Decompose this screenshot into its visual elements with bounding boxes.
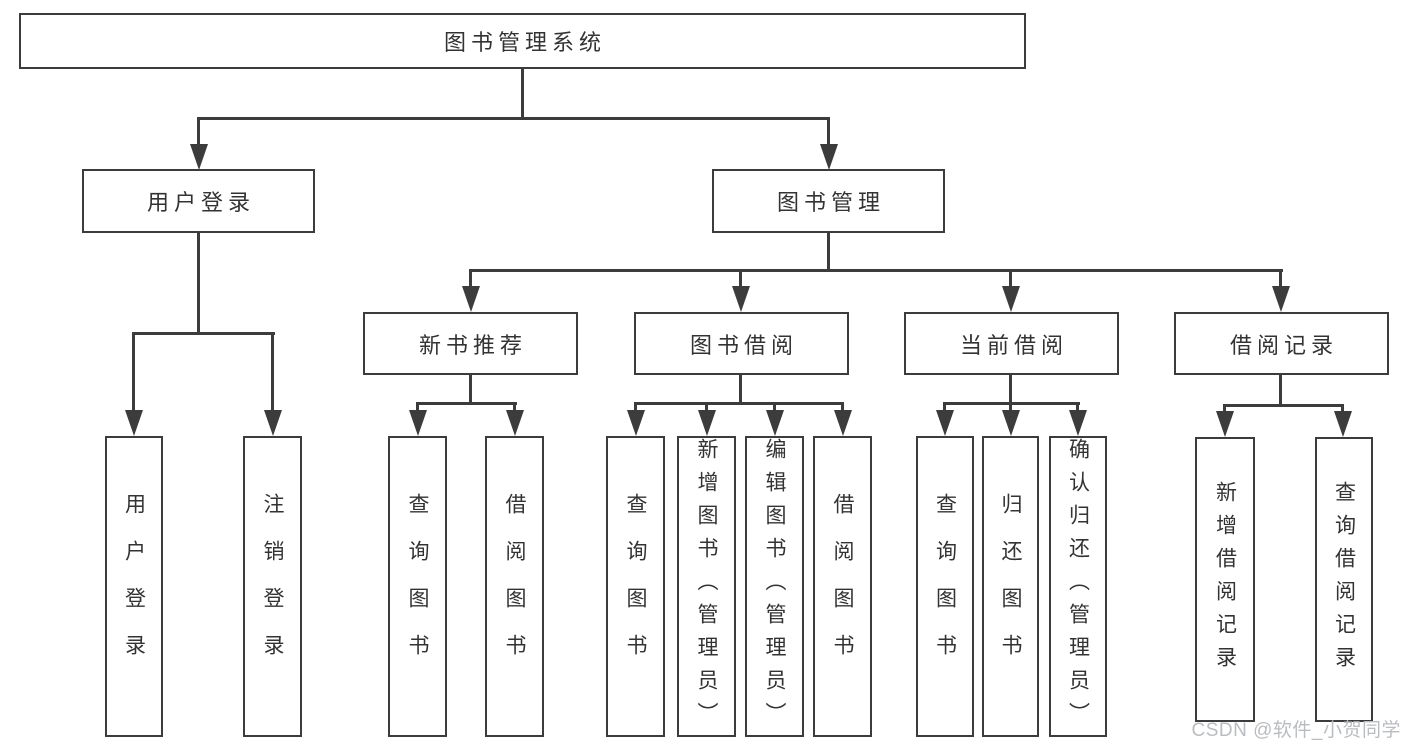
connector-line [132,332,275,335]
leaf-add-borrow-record: 新增借阅记录 [1195,437,1255,722]
node-label: 新增借阅记录 [1213,480,1237,679]
leaf-query-books-borrowing: 查询图书 [606,436,665,737]
connector-line [197,117,830,120]
connector-line [469,269,1283,272]
connector-line [197,232,200,335]
arrow-down-icon [416,402,419,410]
connector-line [1223,404,1344,407]
node-label: 查询图书 [624,492,647,681]
node-label: 注销登录 [261,492,284,681]
node-label: 当前借阅 [959,332,1068,358]
arrow-down-icon [841,402,844,410]
connector-line [416,402,517,405]
connector-line [1009,374,1012,405]
arrow-down-icon [943,402,946,410]
arrow-down-icon [773,402,776,410]
node-user-login: 用户登录 [82,169,315,233]
connector-line [739,374,742,405]
leaf-logout: 注销登录 [243,436,302,737]
arrow-down-icon [634,402,637,410]
arrow-down-icon [1341,404,1344,411]
node-label: 新增图书（管理员） [695,438,718,735]
leaf-query-books-recommend: 查询图书 [388,436,447,737]
node-label: 查询图书 [406,492,429,681]
leaf-query-borrow-record: 查询借阅记录 [1315,437,1373,722]
node-label: 借阅图书 [503,492,526,681]
node-label: 查询借阅记录 [1332,480,1356,679]
node-label: 用户登录 [146,190,255,215]
arrow-down-icon [705,402,708,410]
leaf-return-books: 归还图书 [982,436,1039,737]
node-library-system: 图书管理系统 [19,13,1026,69]
node-label: 用户登录 [122,492,146,681]
arrow-down-icon [513,402,516,410]
arrow-down-icon [827,117,830,144]
arrow-down-icon [197,117,200,144]
arrow-down-icon [1009,402,1012,410]
node-label: 图书管理系统 [443,30,606,55]
node-label: 确认归还（管理员） [1066,438,1090,735]
leaf-borrow-books-borrowing: 借阅图书 [813,436,872,737]
connector-line [634,402,844,405]
connector-line [1279,374,1282,406]
node-current-borrowing: 当前借阅 [904,312,1119,375]
arrow-down-icon [271,332,274,410]
leaf-add-book-admin: 新增图书（管理员） [677,436,736,737]
leaf-user-login: 用户登录 [105,436,163,737]
connector-line [827,232,830,272]
node-book-management: 图书管理 [712,169,945,233]
node-book-borrowing: 图书借阅 [634,312,849,375]
arrow-down-icon [1009,269,1012,286]
arrow-down-icon [469,269,472,286]
node-label: 图书借阅 [689,332,798,358]
leaf-borrow-books-recommend: 借阅图书 [485,436,544,737]
node-borrowing-records: 借阅记录 [1174,312,1389,375]
leaf-query-books-current: 查询图书 [916,436,974,737]
arrow-down-icon [1279,269,1282,286]
leaf-confirm-return-admin: 确认归还（管理员） [1049,436,1107,737]
node-new-book-recommend: 新书推荐 [363,312,578,375]
node-label: 借阅图书 [831,492,854,681]
arrow-down-icon [1223,404,1226,411]
leaf-edit-book-admin: 编辑图书（管理员） [745,436,804,737]
node-label: 查询图书 [933,492,957,681]
arrow-down-icon [1076,402,1079,410]
node-label: 新书推荐 [418,332,527,358]
node-label: 编辑图书（管理员） [763,438,786,735]
arrow-down-icon [132,332,135,410]
arrow-down-icon [739,269,742,286]
csdn-watermark: CSDN @软件_小贺同学 [1191,720,1401,741]
connector-line [521,68,524,120]
node-label: 借阅记录 [1229,332,1338,358]
node-label: 归还图书 [999,492,1022,681]
node-label: 图书管理 [776,190,885,215]
connector-line [469,374,472,405]
